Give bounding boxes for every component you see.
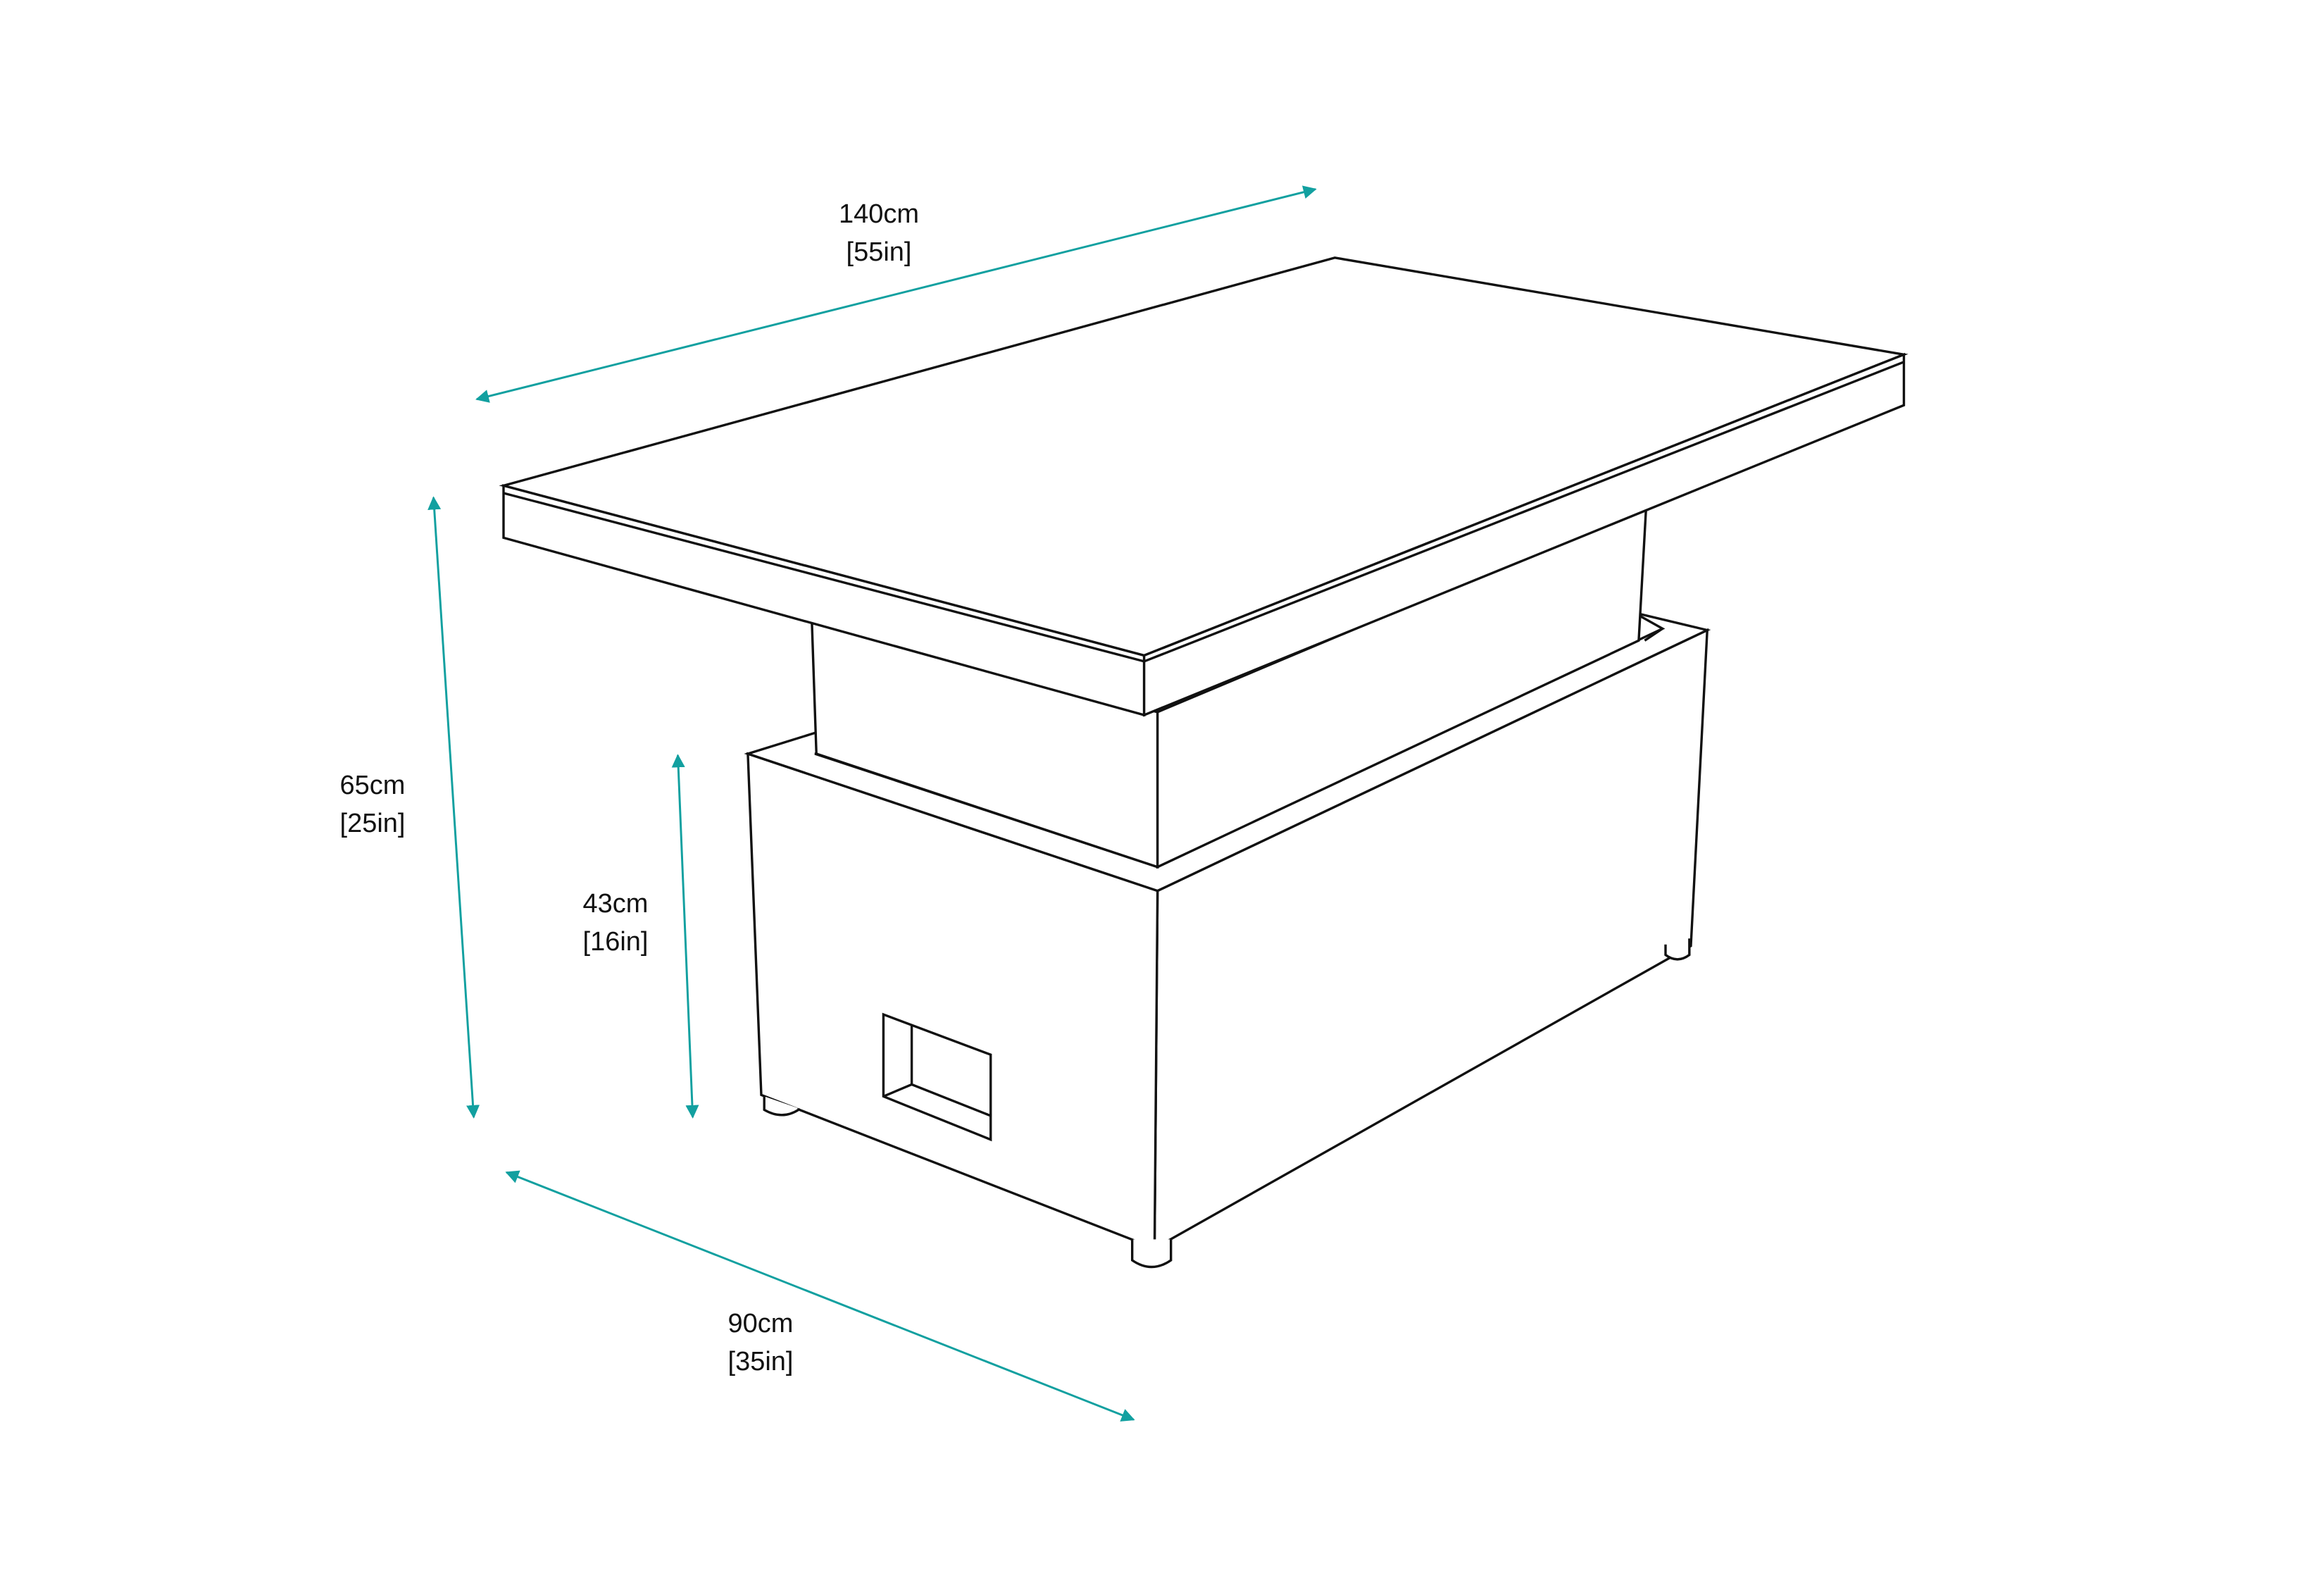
length-metric: 140cm bbox=[838, 199, 920, 229]
base-height-arrow bbox=[671, 754, 699, 1119]
feet bbox=[763, 938, 1691, 1269]
height-arrow bbox=[427, 496, 480, 1119]
depth-arrow bbox=[505, 1170, 1135, 1422]
height-label: 65cm [25in] bbox=[288, 766, 457, 843]
base-height-metric: 43cm bbox=[582, 889, 649, 919]
depth-imperial: [35in] bbox=[727, 1347, 794, 1376]
base-height-label: 43cm [16in] bbox=[531, 885, 700, 961]
depth-label: 90cm [35in] bbox=[676, 1305, 845, 1381]
handle-cutout bbox=[882, 1012, 992, 1142]
height-metric: 65cm bbox=[339, 771, 406, 800]
height-imperial: [25in] bbox=[339, 809, 406, 838]
depth-metric: 90cm bbox=[727, 1309, 794, 1338]
table-top bbox=[499, 256, 1908, 717]
length-imperial: [55in] bbox=[846, 237, 912, 267]
base-height-imperial: [16in] bbox=[582, 927, 649, 957]
length-label: 140cm [55in] bbox=[794, 195, 963, 271]
length-arrow bbox=[475, 185, 1317, 403]
dimension-arrows bbox=[427, 185, 1317, 1422]
